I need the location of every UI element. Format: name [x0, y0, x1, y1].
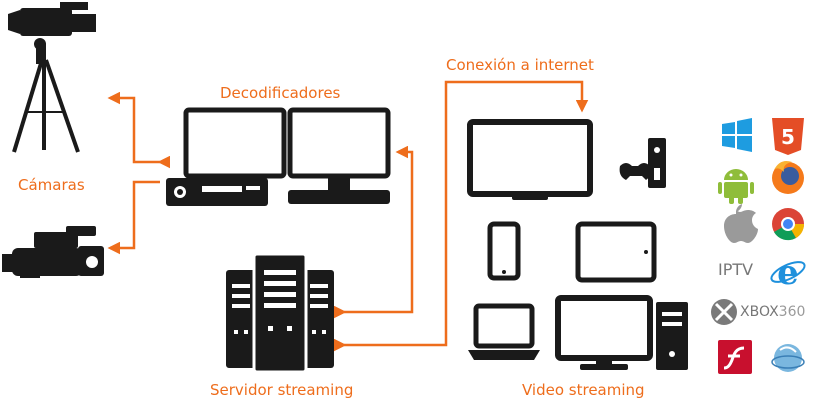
svg-text:e: e — [777, 253, 799, 293]
xbox-label: XBOX360 — [740, 304, 805, 320]
tripod-camera-icon — [8, 2, 96, 153]
game-console-icon — [619, 138, 666, 188]
cameras-label: Cámaras — [18, 176, 85, 194]
ie-icon: e — [770, 253, 806, 293]
html5-icon: 5 — [772, 118, 804, 155]
server-right-icon — [304, 270, 334, 368]
desktop-tower-icon — [656, 302, 688, 370]
xbox-logo-icon — [711, 299, 737, 325]
arrow-decoder-to-camera-bottom — [107, 180, 160, 255]
shoulder-camera-icon — [2, 226, 104, 278]
arrow-internet-connection — [334, 80, 589, 352]
android-icon — [718, 169, 754, 204]
apple-icon — [724, 204, 758, 243]
arrow-decoder-to-camera-top — [107, 91, 170, 169]
laptop-icon — [468, 303, 540, 360]
decoders-label: Decodificadores — [220, 84, 341, 102]
server-streaming-label: Servidor streaming — [210, 381, 354, 399]
internet-connection-label: Conexión a internet — [446, 56, 594, 74]
xbox-model-text: 360 — [778, 304, 806, 320]
firefox-icon — [772, 161, 804, 194]
windows-icon — [722, 118, 752, 152]
chrome-icon — [772, 208, 805, 241]
flash-icon — [718, 340, 752, 374]
tablet-icon — [575, 221, 657, 283]
server-left-icon — [226, 270, 256, 368]
server-center-icon — [252, 252, 308, 374]
xbox-text: XBOX — [740, 304, 779, 320]
desktop-monitor-icon — [555, 295, 653, 370]
video-streaming-label: Video streaming — [522, 381, 645, 399]
silverlight-icon — [771, 344, 805, 372]
svg-text:5: 5 — [781, 125, 795, 149]
smartphone-icon — [487, 221, 521, 281]
iptv-label: IPTV — [718, 260, 754, 279]
decoder-monitor-right-icon — [287, 107, 391, 204]
decoder-box-icon — [166, 178, 268, 206]
tv-icon — [467, 119, 593, 200]
decoder-monitor-left-icon — [183, 107, 287, 186]
connector-lines — [107, 80, 589, 352]
